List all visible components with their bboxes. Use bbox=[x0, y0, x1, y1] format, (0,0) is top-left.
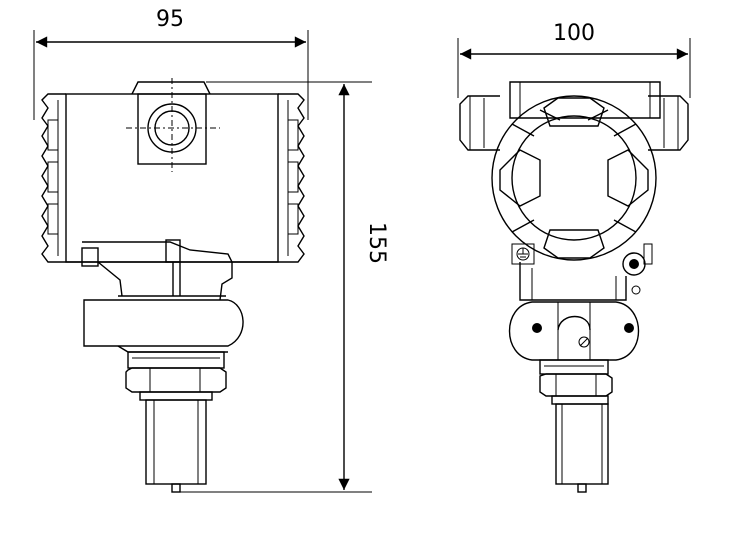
ground-terminal bbox=[511, 243, 535, 265]
side-width-label: 95 bbox=[156, 7, 184, 32]
height-dimension: 155 bbox=[180, 81, 389, 493]
round-cover bbox=[491, 95, 657, 261]
front-neck bbox=[519, 262, 627, 301]
side-width-dimension: 95 bbox=[33, 7, 309, 120]
front-process-connection bbox=[539, 359, 613, 493]
front-width-label: 100 bbox=[553, 21, 595, 46]
neck-block bbox=[81, 239, 233, 301]
height-label: 155 bbox=[364, 222, 389, 264]
housing-top bbox=[509, 81, 661, 119]
sensor-body bbox=[83, 295, 244, 353]
front-width-dimension: 100 bbox=[457, 21, 691, 98]
front-view: 100 bbox=[457, 21, 691, 493]
housing-body bbox=[41, 93, 305, 263]
process-connection bbox=[125, 351, 227, 493]
side-view: 95 bbox=[33, 7, 389, 493]
side-glands bbox=[459, 95, 689, 151]
cable-gland-top bbox=[126, 78, 220, 172]
lock-screw bbox=[622, 243, 653, 295]
front-sensor-module bbox=[508, 301, 640, 361]
